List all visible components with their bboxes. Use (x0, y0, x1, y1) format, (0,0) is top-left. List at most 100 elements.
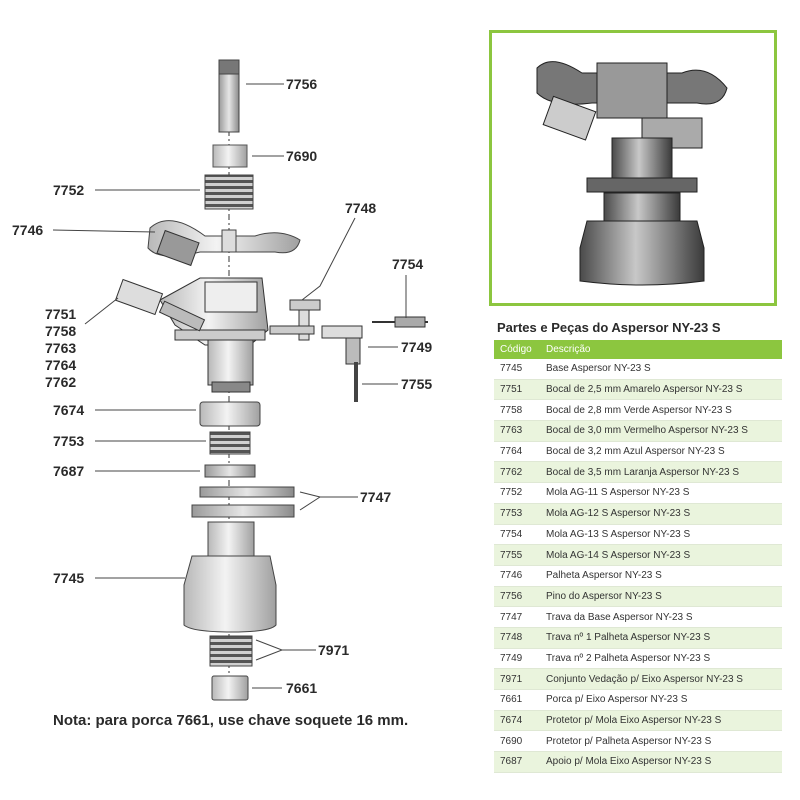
part-nozzles (114, 278, 206, 332)
callout-7971: 7971 (318, 642, 349, 658)
part-code-cell: 7754 (494, 524, 540, 546)
part-7674-protector (199, 401, 261, 427)
part-description-cell: Trava da Base Aspersor NY-23 S (540, 606, 782, 628)
part-description-cell: Protetor p/ Palheta Aspersor NY-23 S (540, 730, 782, 753)
part-code-cell: 7687 (494, 751, 540, 773)
part-description-cell: Conjunto Vedação p/ Eixo Aspersor NY-23 … (540, 668, 782, 690)
callout-7753: 7753 (53, 433, 84, 449)
part-7687-support (204, 464, 256, 478)
part-code-cell: 7756 (494, 586, 540, 608)
part-7753-spring (209, 431, 251, 455)
part-code-cell: 7752 (494, 482, 540, 504)
part-description-cell: Bocal de 3,0 mm Vermelho Aspersor NY-23 … (540, 420, 782, 442)
callout-7674: 7674 (53, 402, 84, 418)
part-7690-protector (212, 144, 248, 168)
part-main-body (159, 277, 269, 393)
part-code-cell: 7745 (494, 359, 540, 380)
callout-7745: 7745 (53, 570, 84, 586)
part-description-cell: Bocal de 3,2 mm Azul Aspersor NY-23 S (540, 441, 782, 463)
part-7745-base (183, 521, 277, 633)
part-description-cell: Palheta Aspersor NY-23 S (540, 565, 782, 587)
part-7971-seal-set (209, 635, 253, 667)
callout-7758: 7758 (45, 323, 76, 339)
part-description-cell: Bocal de 2,8 mm Verde Aspersor NY-23 S (540, 399, 782, 422)
part-7747-ring-top (199, 486, 295, 498)
callout-7754: 7754 (392, 256, 423, 272)
part-description-cell: Porca p/ Eixo Aspersor NY-23 S (540, 689, 782, 711)
part-7747-ring-bottom (191, 504, 295, 518)
callout-7747: 7747 (360, 489, 391, 505)
callout-7749: 7749 (401, 339, 432, 355)
part-description-cell: Mola AG-13 S Aspersor NY-23 S (540, 524, 782, 546)
callout-7746: 7746 (12, 222, 43, 238)
part-code-cell: 7674 (494, 710, 540, 732)
part-code-cell: 7753 (494, 503, 540, 525)
table-header-row: Código Descrição (494, 340, 782, 359)
product-photo-frame (489, 30, 777, 306)
leader-lines (52, 83, 407, 689)
sprinkler-photo (536, 61, 728, 286)
part-7754-rod (372, 316, 428, 328)
part-description-cell: Apoio p/ Mola Eixo Aspersor NY-23 S (540, 751, 782, 773)
part-code-cell: 7746 (494, 565, 540, 587)
callout-7752: 7752 (53, 182, 84, 198)
callout-7690: 7690 (286, 148, 317, 164)
part-code-cell: 7755 (494, 544, 540, 566)
part-7746-vane (147, 220, 301, 267)
header-description: Descrição (540, 340, 782, 359)
part-code-cell: 7690 (494, 730, 540, 753)
part-code-cell: 7763 (494, 420, 540, 442)
part-description-cell: Base Aspersor NY-23 S (540, 359, 782, 380)
part-code-cell: 7747 (494, 606, 540, 628)
part-code-cell: 7749 (494, 648, 540, 670)
part-code-cell: 7661 (494, 689, 540, 711)
part-7661-nut (211, 675, 249, 701)
callout-7755: 7755 (401, 376, 432, 392)
part-description-cell: Trava nº 1 Palheta Aspersor NY-23 S (540, 627, 782, 649)
part-description-cell: Mola AG-12 S Aspersor NY-23 S (540, 503, 782, 525)
part-description-cell: Mola AG-14 S Aspersor NY-23 S (540, 544, 782, 566)
part-code-cell: 7748 (494, 627, 540, 649)
callout-7763: 7763 (45, 340, 76, 356)
callout-7764: 7764 (45, 357, 76, 373)
part-description-cell: Mola AG-11 S Aspersor NY-23 S (540, 482, 782, 504)
callout-7748: 7748 (345, 200, 376, 216)
part-description-cell: Bocal de 3,5 mm Laranja Aspersor NY-23 S (540, 461, 782, 484)
table-title: Partes e Peças do Aspersor NY-23 S (497, 320, 721, 335)
callout-7762: 7762 (45, 374, 76, 390)
part-description-cell: Trava nº 2 Palheta Aspersor NY-23 S (540, 648, 782, 670)
note-text: Nota: para porca 7661, use chave soquete… (53, 712, 409, 729)
part-description-cell: Pino do Aspersor NY-23 S (540, 586, 782, 608)
part-code-cell: 7762 (494, 461, 540, 484)
part-code-cell: 7971 (494, 668, 540, 690)
part-7749-stop (321, 325, 363, 402)
callout-7756: 7756 (286, 76, 317, 92)
header-code: Código (494, 340, 540, 359)
part-7756-pin (218, 59, 240, 133)
callout-7661: 7661 (286, 680, 317, 696)
part-description-cell: Protetor p/ Mola Eixo Aspersor NY-23 S (540, 710, 782, 732)
callout-7687: 7687 (53, 463, 84, 479)
part-code-cell: 7751 (494, 379, 540, 401)
